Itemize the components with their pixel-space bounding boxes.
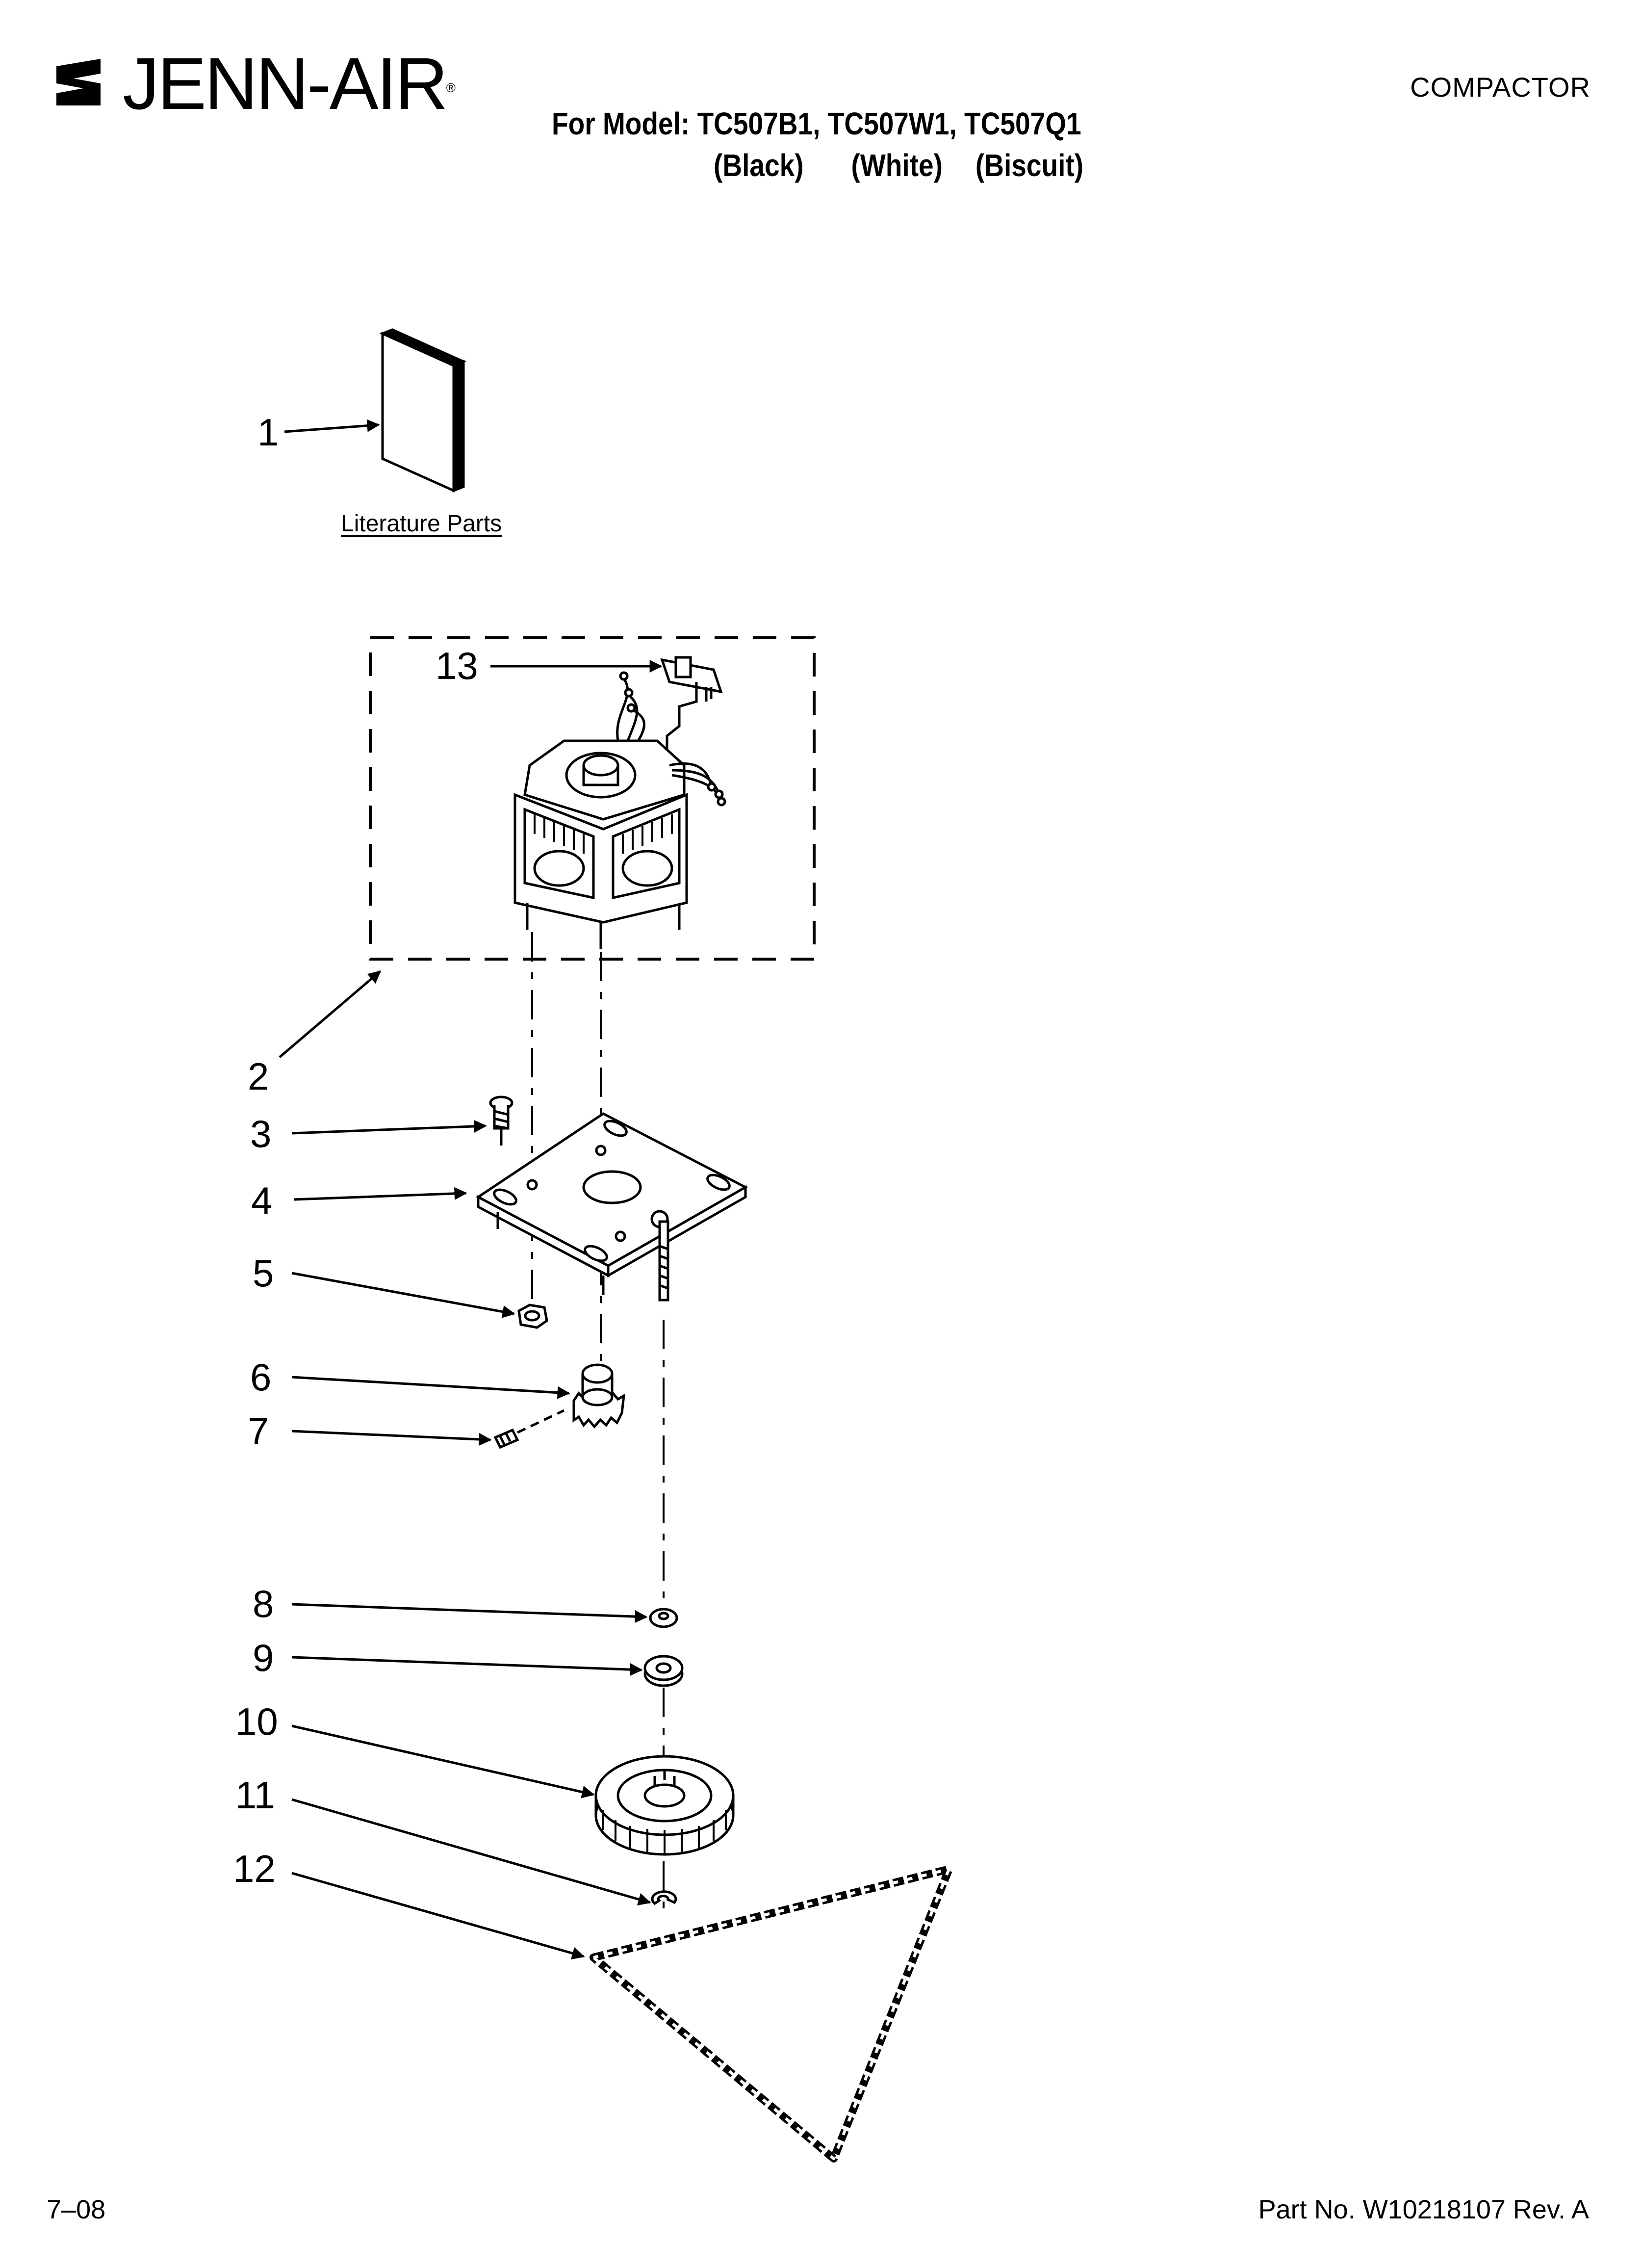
- callout-11: 11: [235, 1773, 275, 1817]
- part-11-retaining-ring: [651, 1890, 677, 1905]
- part-8-washer: [649, 1608, 678, 1628]
- part-5-nut: [517, 1303, 548, 1329]
- callout-8: 8: [253, 1582, 274, 1625]
- part-7-set-screw: [493, 1409, 565, 1449]
- jenn-air-logo-icon: [56, 59, 101, 105]
- category-label: COMPACTOR: [1410, 72, 1591, 103]
- callout-6: 6: [250, 1356, 272, 1399]
- brand-name: JENN-AIR: [123, 42, 448, 125]
- callout-7: 7: [248, 1409, 269, 1453]
- model-line: For Model: TC507B1, TC507W1, TC507Q1: [552, 106, 1081, 141]
- part-13-switch: [660, 656, 723, 765]
- leader-lines: [279, 419, 663, 1960]
- part-6-pinion-gear: [572, 1363, 626, 1429]
- part-10-sprocket: [594, 1755, 735, 1856]
- callout-5: 5: [253, 1251, 274, 1295]
- color-black: (Black): [714, 148, 804, 183]
- literature-parts-label: Literature Parts: [341, 511, 502, 537]
- callout-2: 2: [248, 1055, 269, 1098]
- callout-12: 12: [233, 1847, 276, 1890]
- part-number: Part No. W10218107 Rev. A: [1258, 2195, 1589, 2224]
- part-2-motor: [513, 671, 726, 949]
- callout-10: 10: [235, 1700, 278, 1743]
- part-3-screw: [489, 1095, 513, 1146]
- model-colors: (Black) (White) (Biscuit): [714, 147, 1083, 183]
- callout-3: 3: [250, 1112, 272, 1155]
- callout-1: 1: [257, 411, 279, 454]
- revision-date: 7–08: [47, 2195, 106, 2224]
- part-4-mounting-plate: [476, 1112, 748, 1302]
- part-literature-booklet: [379, 328, 467, 493]
- color-white: (White): [851, 148, 943, 183]
- brand-logo: JENN-AIR ®: [54, 42, 456, 125]
- callout-13: 13: [436, 644, 478, 687]
- color-biscuit: (Biscuit): [975, 148, 1084, 183]
- callout-4: 4: [251, 1179, 273, 1222]
- callout-9: 9: [253, 1636, 274, 1679]
- part-9-bearing: [643, 1655, 684, 1687]
- part-12-chain: [590, 1865, 953, 2163]
- brand-registered-mark: ®: [446, 80, 456, 95]
